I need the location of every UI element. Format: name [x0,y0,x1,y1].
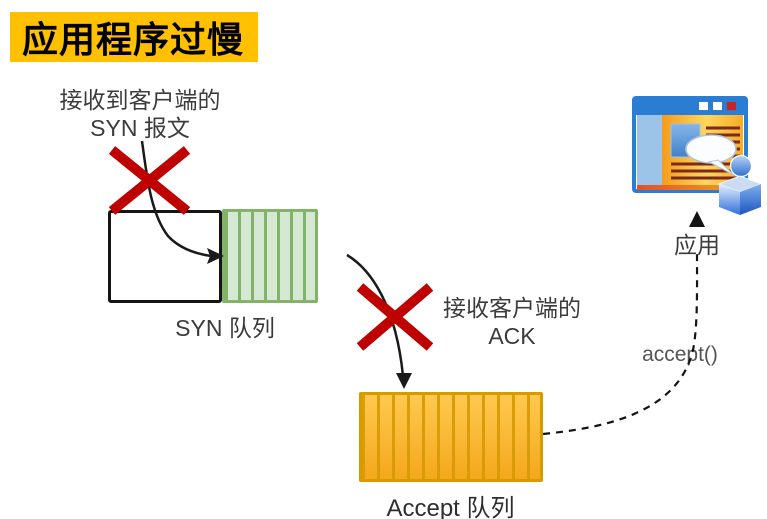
speech-bubble-icon [685,134,737,176]
title-banner: 应用程序过慢 [10,12,258,62]
ack-cross-icon [356,283,434,351]
syn-queue-empty-part [108,210,222,303]
user-figure-icon [717,154,763,215]
accept-queue-label: Accept 队列 [386,495,515,519]
ack-arrow [346,253,412,389]
syn-queue-filled-part [222,209,318,303]
window-titlebar [634,97,746,115]
app-window-icon [632,96,763,215]
ack-note: 接收客户端的 ACK [428,294,596,350]
accept-queue [359,392,543,482]
titlebar-button-icon [699,102,708,110]
syn-queue-label: SYN 队列 [175,315,275,341]
window-bottom-strip [637,185,743,190]
syn-cross-icon [108,146,191,215]
ack-note-line2: ACK [488,323,536,349]
ack-note-line1: 接收客户端的 [443,295,581,321]
syn-note-line1: 接收到客户端的 [59,87,221,113]
application-icon [632,96,763,215]
titlebar-close-button-icon [727,102,736,110]
accept-call-label: accept() [642,343,718,366]
syn-note: 接收到客户端的 SYN 报文 [45,86,235,142]
app-label: 应用 [674,232,720,258]
titlebar-button-icon [713,102,722,110]
syn-note-line2: SYN 报文 [90,115,190,141]
window-sidebar [637,115,662,185]
page-title: 应用程序过慢 [22,19,245,60]
